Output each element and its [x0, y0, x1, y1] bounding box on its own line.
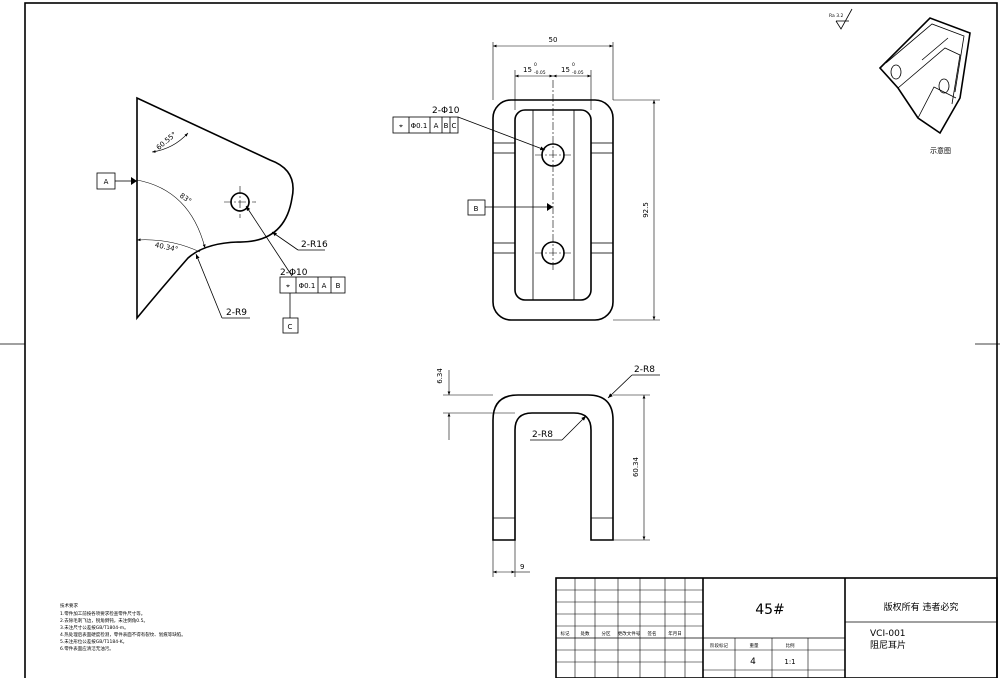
angle-40-34: 40.34° — [154, 241, 179, 254]
notes-line-3: 3.未注尺寸公差按GB/T1804-m。 — [60, 624, 129, 631]
tb-stage-value: 4 — [750, 657, 756, 667]
tb-weight-label: 重量 — [750, 642, 759, 649]
notes-line-6: 6.零件表面应清洁无油污。 — [60, 645, 114, 652]
datum-a: A — [104, 178, 109, 186]
front-radius-outer: 2-R8 — [634, 365, 655, 375]
tb-part-name: 阻尼耳片 — [870, 639, 906, 651]
top-fcf-symbol: ⌖ — [399, 122, 403, 130]
top-fcf-tolerance: Φ0.1 — [411, 122, 428, 130]
top-fcf-ref-c: C — [452, 122, 457, 130]
side-radius-9: 2-R9 — [226, 308, 247, 318]
datum-b: B — [474, 205, 479, 213]
top-half-dim-2: 15 — [561, 66, 570, 74]
side-fcf: ⌖ Φ0.1 A B — [279, 276, 346, 294]
top-height-dim: 92.5 — [642, 202, 650, 218]
notes-line-1: 1.零件加工前按各项要求检查零件尺寸等。 — [60, 610, 145, 617]
side-fcf-ref-a: A — [322, 282, 327, 290]
angle-60-55: 60.55° — [155, 131, 178, 152]
front-bottom-dim: 9 — [520, 563, 524, 571]
top-half-dim-1: 15 — [523, 66, 532, 74]
notes-line-2: 2.去除毛刺飞边，锐角倒钝，未注倒角0.5。 — [60, 617, 148, 624]
top-fcf-ref-b: B — [444, 122, 449, 130]
tb-head-sign: 签名 — [648, 630, 657, 637]
side-radius-16: 2-R16 — [301, 240, 328, 250]
isometric-caption: 示意图 — [930, 146, 951, 155]
technical-notes: 技术要求 1.零件加工前按各项要求检查零件尺寸等。 2.去除毛刺飞边，锐角倒钝，… — [60, 602, 186, 652]
notes-line-5: 5.未注形位公差按GB/T1184-K。 — [60, 638, 127, 645]
isometric-sketch: 示意图 — [878, 17, 971, 155]
angle-83: 83° — [178, 192, 193, 206]
top-fcf-ref-a: A — [434, 122, 439, 130]
front-radius-inner: 2-R8 — [532, 430, 553, 440]
tb-head-change: 更改文件号 — [618, 630, 641, 637]
side-fcf-ref-b: B — [336, 282, 341, 290]
side-fcf-symbol: ⌖ — [286, 282, 290, 290]
title-block: 标记 处数 分区 更改文件号 签名 年月日 45# 阶段标记 重量 比例 4 1… — [555, 577, 998, 679]
notes-title: 技术要求 — [60, 602, 78, 609]
tb-scale-value: 1:1 — [784, 658, 795, 666]
surface-roughness-mark: Ra 3.2 — [829, 8, 853, 30]
front-height-dim: 60.34 — [632, 456, 640, 477]
side-hole-label: 2-Φ10 — [280, 268, 308, 278]
top-view: 50 15 0 -0.05 15 0 -0.05 92.5 2-Φ10 ⌖ Φ0… — [392, 36, 660, 321]
tb-copyright: 版权所有 违者必究 — [884, 601, 959, 613]
tb-drawing-no: VCI-001 — [870, 629, 906, 639]
tb-head-count: 处数 — [581, 630, 590, 637]
tb-head-marking: 标记 — [561, 630, 570, 637]
top-tol-lower-2: -0.05 — [572, 70, 584, 76]
top-width-dim: 50 — [549, 36, 558, 44]
top-tol-upper-1: 0 — [534, 62, 537, 68]
top-fcf: ⌖ Φ0.1 A B C — [392, 116, 459, 134]
side-fcf-tolerance: Φ0.1 — [299, 282, 316, 290]
roughness-text: Ra 3.2 — [829, 13, 844, 19]
tb-scale-label: 比例 — [786, 642, 795, 649]
tb-material: 45# — [755, 602, 785, 618]
front-view: 6.34 60.34 9 2-R8 2-R8 — [436, 365, 660, 577]
notes-line-4: 4.热处理后表面硬度检测，零件表面不得有裂纹、划痕等缺陷。 — [60, 631, 186, 638]
front-thickness-dim: 6.34 — [436, 368, 444, 384]
tb-head-zone: 分区 — [602, 630, 611, 637]
tb-stage-label: 阶段标记 — [710, 642, 728, 649]
datum-c-box — [282, 317, 299, 334]
top-hole-label: 2-Φ10 — [432, 106, 460, 116]
datum-b-box — [467, 199, 486, 216]
tb-head-date: 年月日 — [668, 630, 682, 637]
datum-c: C — [288, 323, 293, 331]
top-tol-upper-2: 0 — [572, 62, 575, 68]
side-view: 60.55° 83° 40.34° A 2-R16 2-R9 2-Φ10 ⌖ Φ… — [96, 96, 346, 334]
top-tol-lower-1: -0.05 — [534, 70, 546, 76]
